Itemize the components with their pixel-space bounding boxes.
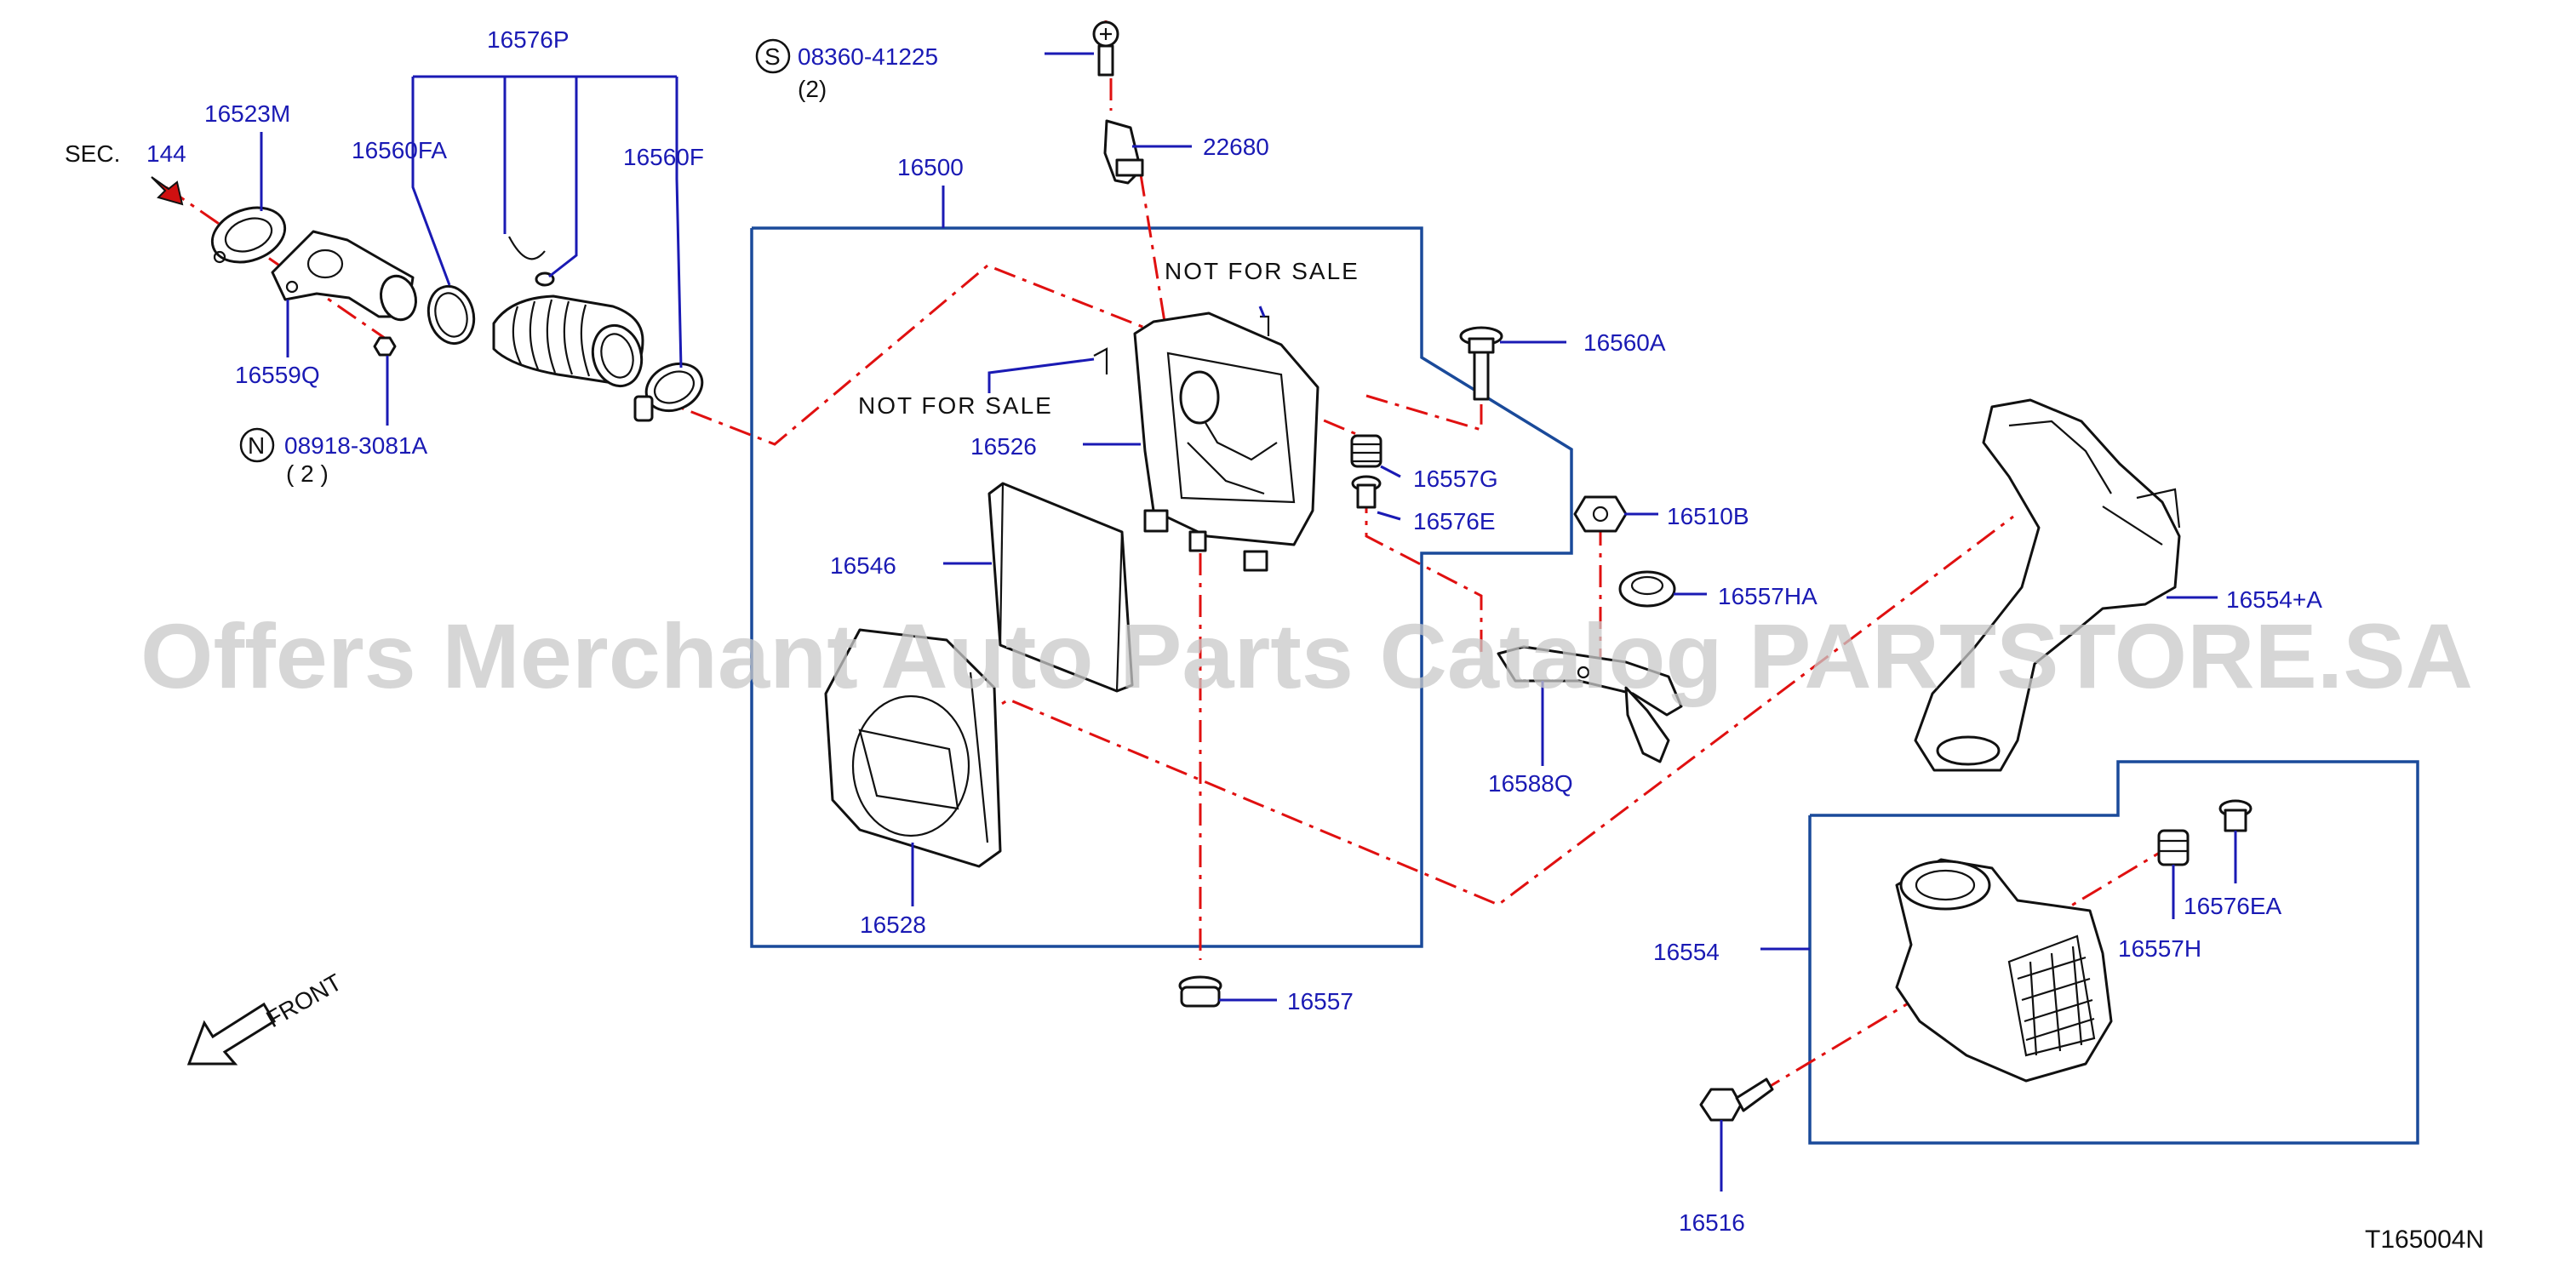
label-16576ea: 16576EA: [2184, 893, 2282, 919]
label-22680: 22680: [1203, 134, 1269, 160]
qty-08360: (2): [798, 76, 827, 102]
label-16588q: 16588Q: [1488, 770, 1573, 797]
label-16546: 16546: [830, 552, 896, 579]
sensor-22680: [1103, 119, 1144, 185]
front-arrow-icon: [186, 1002, 277, 1066]
grommet-16557h: [2157, 829, 2190, 866]
bolt-16516: [1699, 1077, 1774, 1122]
housing-16526: [1093, 311, 1319, 572]
circled-letter-s: S: [764, 43, 781, 70]
label-16528: 16528: [860, 912, 926, 938]
box-16554: [1808, 760, 2419, 1145]
circle-s: [755, 38, 791, 74]
label-16554a: 16554+A: [2226, 586, 2322, 613]
assembly-lines: [165, 20, 2180, 1094]
nut-16510b: [1573, 495, 1628, 533]
label-16557g: 16557G: [1413, 466, 1498, 492]
gasket-16523m: [210, 206, 287, 264]
label-16526: 16526: [970, 433, 1037, 460]
label-16557: 16557: [1287, 988, 1354, 1014]
front-label: FRONT: [262, 969, 346, 1032]
label-16576e: 16576E: [1413, 508, 1496, 534]
circle-n: [239, 427, 275, 463]
label-16510b: 16510B: [1667, 503, 1749, 529]
label-08360-41225: 08360-41225: [798, 43, 938, 70]
label-16554: 16554: [1653, 939, 1720, 965]
drain-16557: [1178, 975, 1222, 1008]
label-08918-3081a: 08918-3081A: [284, 432, 427, 459]
label-16559q: 16559Q: [235, 362, 320, 388]
grommet-16557ha: [1618, 570, 1676, 608]
sec-number: 144: [146, 140, 186, 167]
collar-16576e: [1351, 475, 1382, 509]
label-16516: 16516: [1679, 1209, 1745, 1236]
diagram-code: T165004N: [2365, 1226, 2484, 1254]
label-16557h: 16557H: [2118, 935, 2201, 962]
label-16523m: 16523M: [204, 100, 290, 127]
not-for-sale-left: NOT FOR SALE: [858, 392, 1053, 419]
collar-16576ea: [2218, 799, 2253, 832]
label-16576p: 16576P: [487, 26, 570, 53]
screw-08360: [1092, 20, 1119, 77]
bolt-16560a: [1459, 326, 1503, 401]
nut-08918: [373, 336, 397, 357]
label-16560fa: 16560FA: [352, 137, 447, 163]
sec-arrow-icon: [151, 176, 184, 206]
housing-16554: [1895, 858, 2113, 1083]
grommet-16557g: [1350, 434, 1382, 468]
clamp-16560fa: [426, 284, 476, 346]
label-16557ha: 16557HA: [1718, 583, 1818, 609]
sec-prefix: SEC.: [65, 140, 120, 167]
duct-16559q: [271, 230, 417, 322]
leader-lines: [260, 52, 2237, 1192]
circled-letter-n: N: [248, 432, 265, 459]
filter-16546: [987, 482, 1134, 693]
clamp-16560f: [633, 362, 704, 422]
case-16528: [824, 628, 1002, 868]
qty-08918: ( 2 ): [286, 460, 329, 487]
bracket-16588q: [1497, 645, 1683, 763]
label-16500: 16500: [897, 154, 964, 180]
watermark: Offers Merchant Auto Parts Catalog PARTS…: [140, 604, 2473, 707]
label-16560a: 16560A: [1583, 329, 1666, 356]
not-for-sale-top: NOT FOR SALE: [1165, 258, 1360, 284]
duct-16554a: [1914, 398, 2181, 772]
hose-16576p: [492, 236, 644, 388]
label-16560f: 16560F: [623, 144, 704, 170]
box-16500: [750, 226, 1573, 948]
